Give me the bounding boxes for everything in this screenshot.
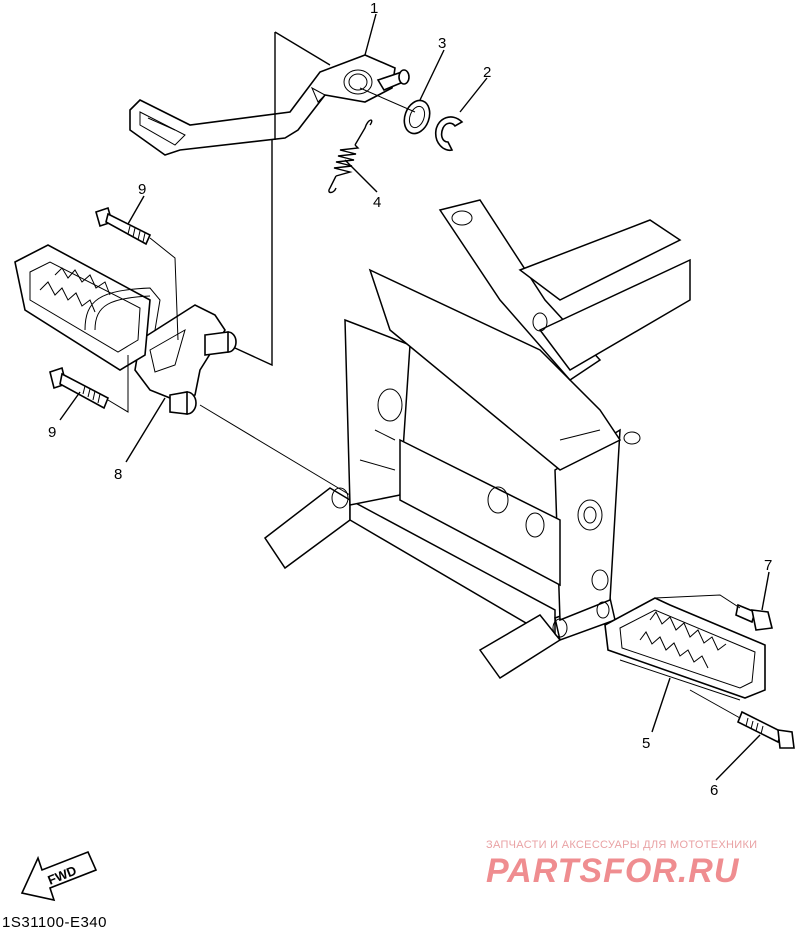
bolt-7 <box>735 603 773 631</box>
callouts: 1 2 3 4 5 6 7 8 9 9 <box>48 0 772 799</box>
callout-4: 4 <box>373 194 381 211</box>
assembly-lines <box>107 31 741 719</box>
leader-lines <box>59 13 770 781</box>
forward-direction-arrow: FWD <box>20 850 98 902</box>
washer <box>403 99 431 135</box>
callout-9-lower: 9 <box>48 424 56 441</box>
diagram-code: 1S31100-E340 <box>2 914 107 931</box>
callout-7: 7 <box>764 557 772 574</box>
bolt-lower-9 <box>49 366 110 410</box>
bolt-upper-9 <box>95 206 152 246</box>
callout-1: 1 <box>370 0 378 17</box>
callout-9-upper: 9 <box>138 181 146 198</box>
callout-6: 6 <box>710 782 718 799</box>
footrest-bracket <box>134 304 237 415</box>
watermark-caption: ЗАПЧАСТИ И АКСЕССУАРЫ ДЛЯ МОТОТЕХНИКИ <box>486 839 758 851</box>
pedal-pivot-bolt <box>376 69 410 92</box>
bolt-6 <box>736 710 795 749</box>
left-footrest <box>14 244 161 371</box>
callout-2: 2 <box>483 64 491 81</box>
brake-pedal <box>129 54 396 156</box>
right-footrest <box>604 597 766 701</box>
watermark-logo: PARTSFOR.RU <box>486 852 740 890</box>
circlip <box>434 116 464 152</box>
frame <box>263 199 691 680</box>
callout-8: 8 <box>114 466 122 483</box>
callout-5: 5 <box>642 735 650 752</box>
callout-3: 3 <box>438 35 446 52</box>
return-spring <box>328 119 373 194</box>
